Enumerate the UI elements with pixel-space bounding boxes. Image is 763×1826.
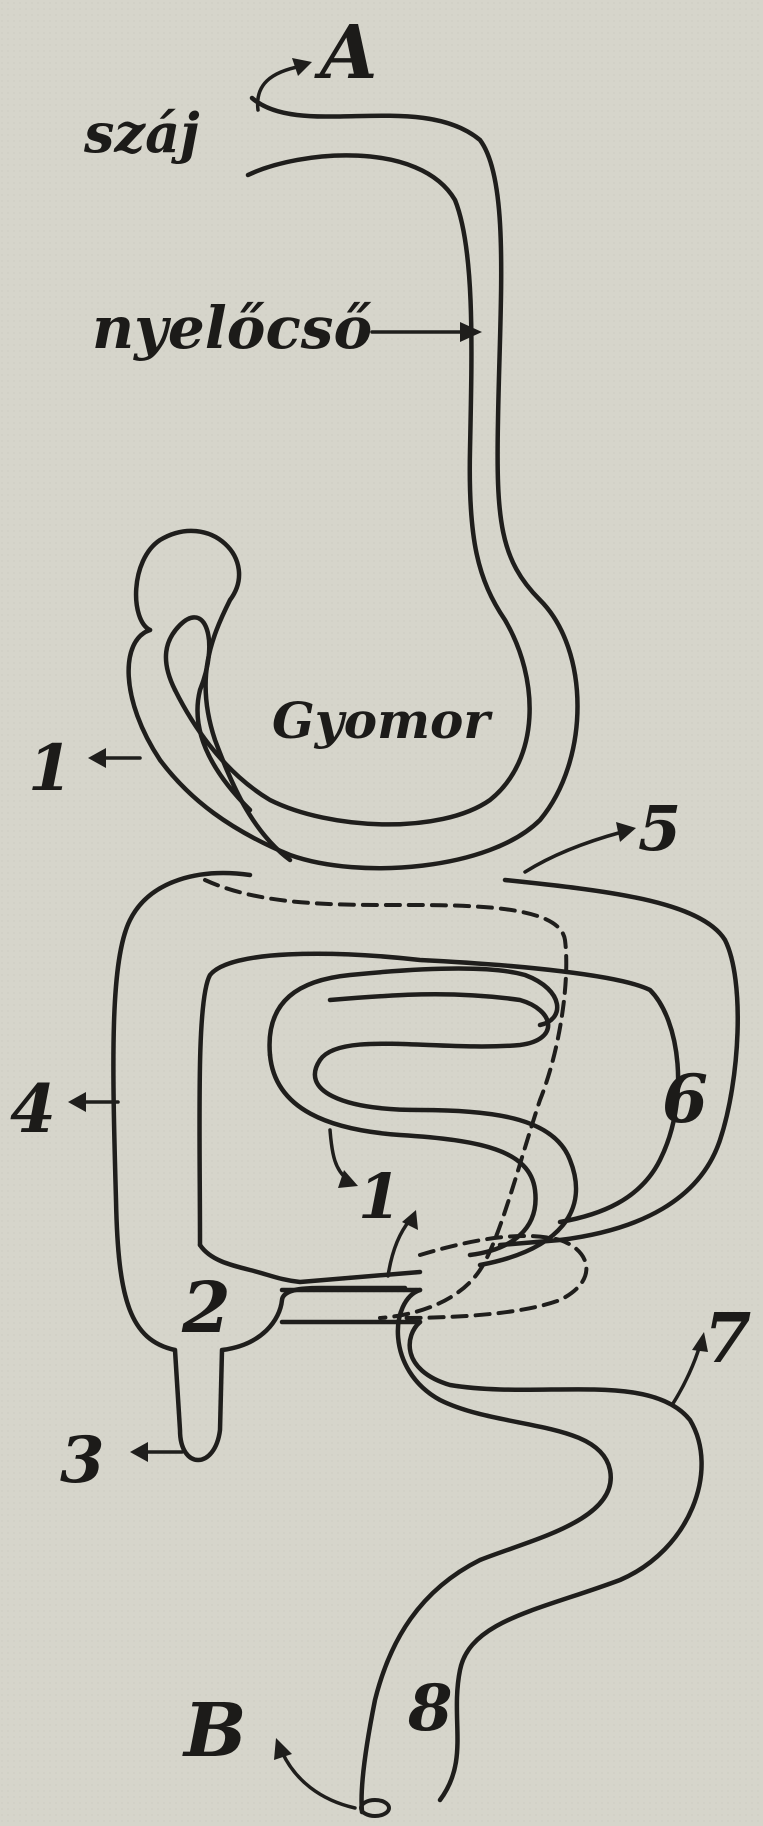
label-point-b: B (182, 1688, 247, 1774)
label-num-8: 8 (407, 1671, 453, 1746)
label-num-6: 6 (662, 1060, 708, 1138)
label-num-1-mid: 1 (358, 1160, 401, 1233)
label-num-5: 5 (638, 792, 681, 865)
label-num-1-top: 1 (28, 731, 73, 806)
label-esophagus: nyelőcső (92, 294, 372, 362)
label-mouth: száj (83, 101, 200, 165)
label-num-3: 3 (60, 1423, 105, 1498)
label-stomach: Gyomor (272, 691, 493, 750)
label-num-7: 7 (704, 1299, 751, 1379)
label-point-a: A (314, 10, 377, 96)
label-num-4: 4 (10, 1070, 56, 1148)
label-num-2: 2 (181, 1266, 231, 1349)
